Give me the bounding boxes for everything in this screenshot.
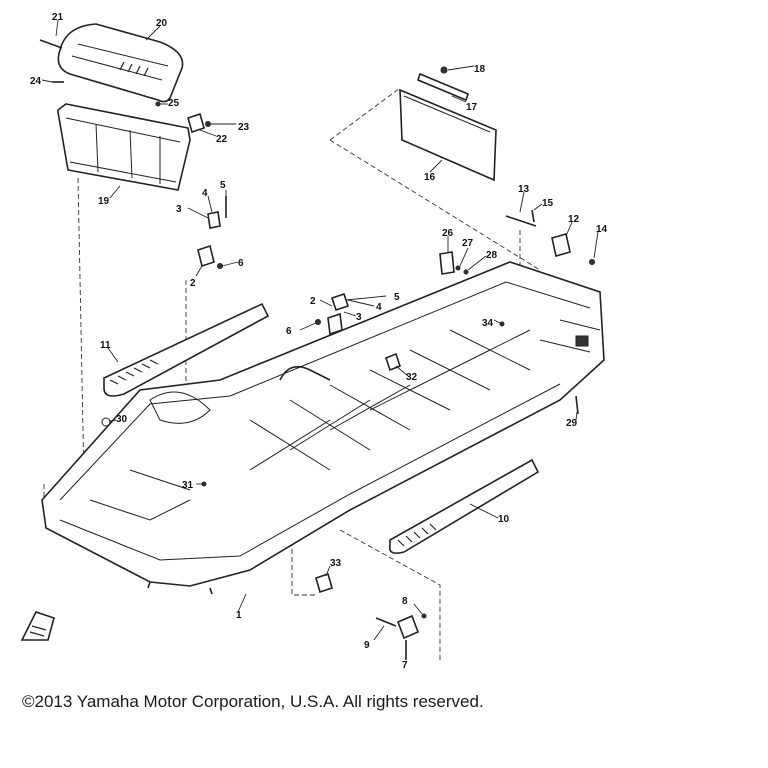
- label-part-33: 33: [330, 558, 342, 569]
- label-part-29: 29: [566, 418, 578, 429]
- label-part-7: 7: [402, 660, 408, 671]
- label-part-3b: 3: [356, 312, 362, 323]
- rear-panel: [399, 66, 497, 182]
- hinge-bracket-left: [197, 196, 227, 269]
- label-part-17: 17: [466, 102, 478, 113]
- label-part-27: 27: [462, 238, 474, 249]
- label-part-1: 1: [236, 610, 242, 621]
- label-part-28: 28: [486, 250, 498, 261]
- label-part-32: 32: [406, 372, 418, 383]
- part-number-labels: 21 20 24 25 23 22 19 18 17 16 5 4 3 2 6 …: [30, 12, 608, 671]
- label-part-24: 24: [30, 76, 42, 87]
- label-part-5a: 5: [220, 180, 226, 191]
- copyright-notice: ©2013 Yamaha Motor Corporation, U.S.A. A…: [22, 692, 484, 711]
- label-part-21: 21: [52, 12, 64, 23]
- main-frame: [41, 261, 605, 595]
- label-part-19: 19: [98, 196, 110, 207]
- label-part-15: 15: [542, 198, 554, 209]
- label-part-23: 23: [238, 122, 250, 133]
- label-part-12: 12: [568, 214, 580, 225]
- label-part-16: 16: [424, 172, 436, 183]
- label-part-34: 34: [482, 318, 494, 329]
- label-part-2a: 2: [190, 278, 196, 289]
- label-part-2b: 2: [310, 296, 316, 307]
- leader-lines: [41, 19, 599, 641]
- label-part-8: 8: [402, 596, 408, 607]
- label-part-4a: 4: [202, 188, 208, 199]
- label-part-20: 20: [156, 18, 168, 29]
- label-part-13: 13: [518, 184, 530, 195]
- label-part-5b: 5: [394, 292, 400, 303]
- storage-box-lid: [57, 23, 184, 103]
- running-board-left: [103, 302, 270, 397]
- label-part-30: 30: [116, 414, 128, 425]
- label-part-10: 10: [498, 514, 510, 525]
- label-part-4b: 4: [376, 302, 382, 313]
- label-part-11: 11: [100, 340, 111, 351]
- storage-box: [57, 103, 191, 191]
- label-part-22: 22: [216, 134, 228, 145]
- label-part-18: 18: [474, 64, 486, 75]
- bottom-bracket: [375, 613, 427, 660]
- label-part-6b: 6: [286, 326, 292, 337]
- running-board-right: [388, 458, 540, 554]
- label-part-31: 31: [182, 480, 194, 491]
- label-part-9: 9: [364, 640, 370, 651]
- box-fasteners: [39, 39, 211, 134]
- label-part-26: 26: [442, 228, 454, 239]
- label-part-25: 25: [168, 98, 180, 109]
- label-part-6a: 6: [238, 258, 244, 269]
- label-part-3a: 3: [176, 204, 182, 215]
- label-part-14: 14: [596, 224, 608, 235]
- front-arrow-icon: [20, 611, 55, 641]
